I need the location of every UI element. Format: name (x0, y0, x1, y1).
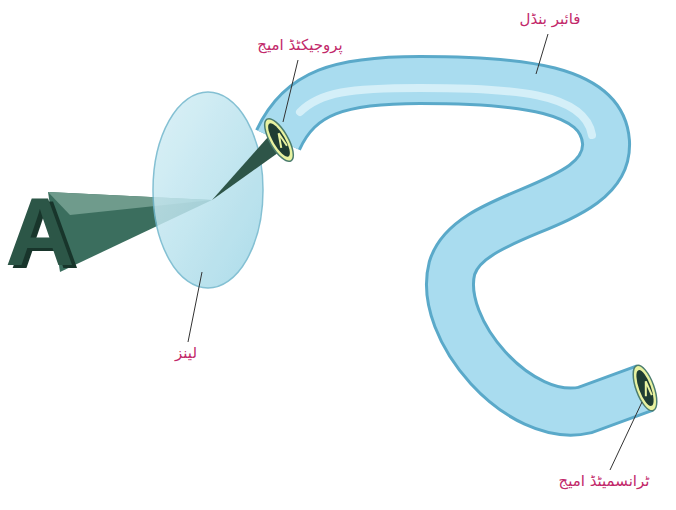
fiber-bundle-edge (278, 80, 645, 412)
part-label: ٹرانسمیٹڈ امیج (559, 472, 650, 492)
output-end (628, 362, 661, 413)
part-label: پروجیکٹڈ امیج (257, 36, 342, 56)
object-letter: A (5, 184, 74, 280)
leader-line (188, 272, 202, 342)
leader-line (610, 402, 642, 470)
part-label: لینز (175, 344, 197, 364)
input-end (259, 115, 299, 166)
leader-line (283, 60, 298, 122)
part-label: فائبر بنڈل (520, 10, 581, 30)
fiber-bundle (278, 80, 645, 412)
lens (153, 92, 263, 288)
leader-line (536, 34, 548, 74)
fiber-highlight (300, 88, 592, 135)
